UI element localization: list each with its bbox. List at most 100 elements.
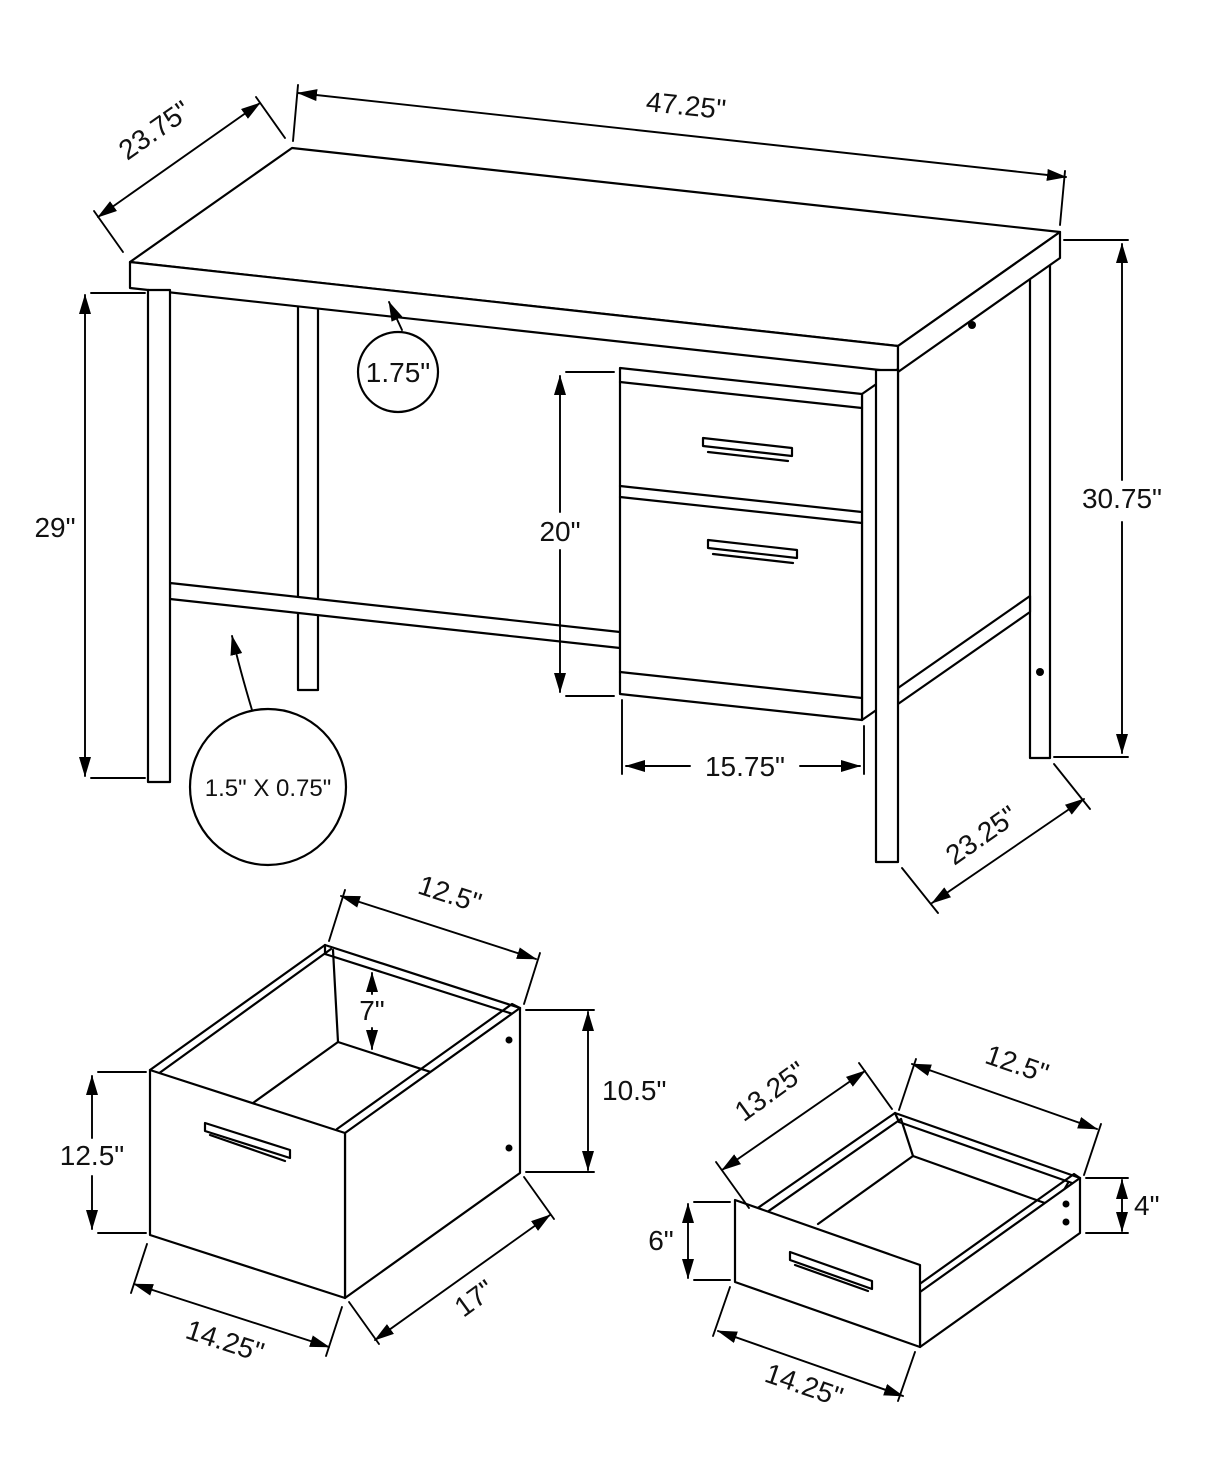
- side-screw-dot: [1062, 1200, 1070, 1208]
- desk-side-screw-dot: [968, 321, 976, 329]
- dim-desk-depth-top-label: 23.75": [113, 95, 196, 166]
- witness-line: [325, 1306, 343, 1357]
- side-screw-dot: [1062, 1218, 1070, 1226]
- dim-stretcher-size-label: 1.5" X 0.75": [205, 775, 331, 802]
- dim-small-top-width: 12.5": [898, 1039, 1102, 1176]
- pedestal-top-drawer-handle: [701, 436, 794, 463]
- dim-leg-height: 29": [34, 292, 146, 779]
- file-drawer-front-panel: [148, 1068, 347, 1300]
- inner-back-left-corner: [331, 948, 340, 1044]
- desk-right-stretcher: [896, 594, 1032, 706]
- back-top-edge-cap: [893, 1111, 901, 1124]
- desk-top-slab: [128, 146, 1062, 374]
- dimension-line: [911, 1063, 1098, 1130]
- dim-pedestal-width-label: 15.75": [705, 751, 785, 782]
- dim-small-front-height-label: 6": [648, 1225, 674, 1256]
- witness-line: [1083, 1123, 1102, 1176]
- dim-desk-depth-bottom: 23.25": [901, 763, 1091, 914]
- desk-right-back-leg: [1028, 253, 1052, 760]
- dim-pedestal-height: 20": [539, 371, 615, 697]
- side-screw-dot: [505, 1036, 513, 1044]
- dim-file-side-height: 10.5": [525, 1009, 666, 1173]
- pedestal-bottom-drawer-handle: [706, 538, 799, 565]
- leader-arrow: [388, 301, 403, 331]
- dim-file-back-height: 7": [359, 972, 385, 1050]
- inner-back-left-corner: [899, 1117, 915, 1158]
- dim-small-front-height: 6": [648, 1201, 731, 1281]
- small-drawer-handle: [788, 1250, 874, 1293]
- dimension-line: [931, 798, 1085, 904]
- back-top-edge-outer: [893, 1111, 1082, 1180]
- desk-right-front-leg: [874, 368, 900, 864]
- dim-pedestal-height-label: 20": [539, 516, 580, 547]
- dim-small-side-height: 4": [1085, 1177, 1160, 1234]
- witness-line: [1059, 170, 1066, 226]
- dim-small-front-width-label: 14.25": [761, 1357, 847, 1412]
- desk-left-back-leg: [296, 304, 320, 692]
- callout-stretcher-size: 1.5" X 0.75": [188, 635, 348, 867]
- back-top-edge-outer: [323, 943, 522, 1010]
- witness-line: [523, 1176, 555, 1220]
- pedestal-divider-line-2: [618, 495, 864, 525]
- back-top-edge-inner: [897, 1120, 1074, 1185]
- witness-line: [712, 1286, 731, 1337]
- dimension-line: [97, 102, 261, 218]
- dimension-line: [374, 1214, 551, 1341]
- desk-long-stretcher: [168, 581, 622, 650]
- callout-top-thickness: 1.75": [356, 301, 440, 414]
- pedestal-top-rail-line: [618, 380, 864, 410]
- right-top-edge-inner: [335, 1002, 522, 1131]
- floor-left-edge: [251, 1040, 340, 1105]
- small-drawer-figure: 13.25" 12.5" 6" 4" 14.25": [648, 1039, 1159, 1413]
- dim-top-thickness-label: 1.75": [366, 357, 430, 388]
- witness-line: [255, 96, 286, 139]
- floor-back-edge: [911, 1154, 1058, 1209]
- witness-line: [523, 952, 541, 1005]
- witness-line: [93, 210, 124, 253]
- dim-leg-height-label: 29": [34, 512, 75, 543]
- dim-file-top-width: 12.5": [328, 869, 541, 1005]
- dimension-line: [717, 1330, 904, 1397]
- back-top-edge-inner: [323, 952, 518, 1017]
- callout-circle: [188, 707, 348, 867]
- right-top-edge-inner: [912, 1172, 1082, 1290]
- left-top-edge-outer: [148, 943, 327, 1072]
- dim-file-top-width-label: 12.5": [415, 869, 486, 918]
- dim-file-front-height: 12.5": [60, 1071, 147, 1234]
- dim-overall-height: 30.75": [1053, 239, 1162, 758]
- left-top-edge-outer: [750, 1111, 897, 1214]
- dimension-line: [340, 895, 537, 960]
- desk-drawer-pedestal: [618, 366, 900, 722]
- witness-line: [898, 1058, 917, 1111]
- witness-line: [348, 1301, 380, 1345]
- dim-desk-width-top: 47.25": [292, 84, 1067, 226]
- dimension-line: [133, 1283, 330, 1348]
- desk-right-edge-face: [896, 230, 1062, 374]
- dimension-line: [721, 1070, 866, 1171]
- dim-small-top-width-label: 12.5": [982, 1039, 1053, 1089]
- file-drawer-figure: 12.5" 7" 10.5" 12.5" 14.25": [60, 869, 667, 1368]
- small-drawer-right-side-panel: [918, 1176, 1082, 1349]
- dim-overall-height-label: 30.75": [1082, 483, 1162, 514]
- witness-line: [1053, 763, 1091, 810]
- witness-line: [901, 867, 939, 914]
- dimension-line: [297, 89, 1067, 181]
- left-top-edge-inner: [758, 1117, 903, 1219]
- pedestal-divider-line-1: [618, 484, 864, 514]
- witness-line: [328, 889, 346, 942]
- side-screw-dot: [505, 1144, 513, 1152]
- leg-screw-dot: [1036, 668, 1044, 676]
- dim-pedestal-width: 15.75": [621, 699, 865, 782]
- witness-line: [858, 1062, 893, 1110]
- file-drawer-handle: [203, 1121, 292, 1163]
- leader-arrow: [230, 635, 253, 711]
- pedestal-bottom-rail-line: [618, 670, 864, 700]
- dim-file-front-height-label: 12.5": [60, 1140, 124, 1171]
- desk-figure: 23.75" 47.25" 1.75" 29" 20": [34, 84, 1162, 914]
- dim-desk-width-top-label: 47.25": [645, 86, 728, 125]
- dim-file-side-height-label: 10.5": [602, 1075, 666, 1106]
- dim-file-back-height-label: 7": [359, 995, 385, 1026]
- witness-line: [897, 1351, 916, 1402]
